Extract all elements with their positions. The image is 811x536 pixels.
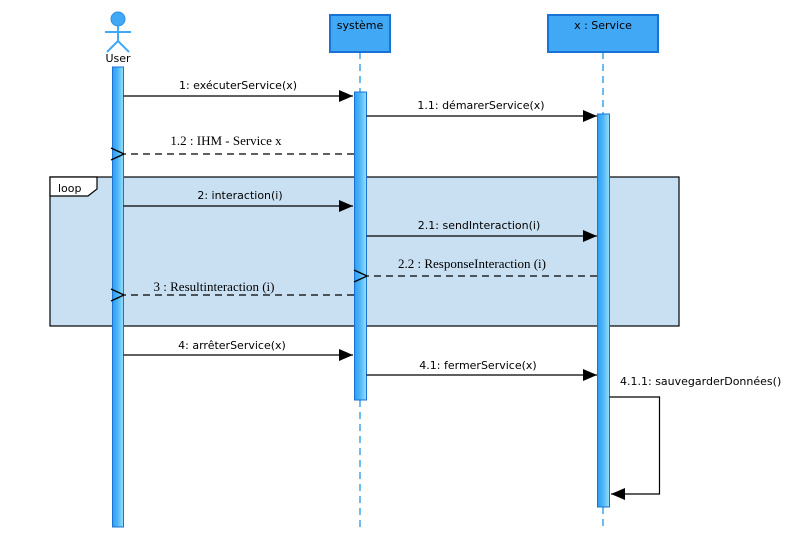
- messages: 1: exécuterService(x) 1.1: démarerServic…: [123, 79, 781, 500]
- message-2-1: 2.1: sendInteraction(i): [366, 219, 597, 242]
- actor-leg-right: [117, 40, 130, 53]
- actor-user: User: [105, 11, 131, 65]
- activation-bar-user: [112, 66, 124, 528]
- message-1-2: 1.2 : IHM - Service x: [124, 133, 354, 154]
- activation-bar-systeme: [354, 91, 367, 401]
- participant-service: x : Service: [547, 14, 659, 53]
- participant-systeme: système: [329, 14, 391, 53]
- loop-fragment-tab: [49, 176, 98, 197]
- message-2-label: 2: interaction(i): [197, 189, 282, 202]
- actor-leg-left: [106, 40, 119, 53]
- message-1-1-label: 1.1: démarerService(x): [417, 99, 544, 112]
- participant-systeme-label: système: [337, 19, 384, 32]
- participant-systeme-box: [329, 14, 391, 53]
- message-1-1: 1.1: démarerService(x): [366, 99, 597, 122]
- message-1-2-label: 1.2 : IHM - Service x: [170, 133, 282, 148]
- message-4-1-1: 4.1.1: sauvegarderDonnées(): [609, 375, 781, 500]
- message-1: 1: exécuterService(x): [123, 79, 353, 102]
- message-4-1-1-label: 4.1.1: sauvegarderDonnées(): [620, 375, 781, 388]
- message-2-2: 2.2 : ResponseInteraction (i): [367, 256, 597, 276]
- participant-service-label: x : Service: [574, 19, 632, 32]
- message-2: 2: interaction(i): [123, 189, 353, 212]
- message-4-1-label: 4.1: fermerService(x): [419, 359, 536, 372]
- message-3: 3 : Resultinteraction (i): [124, 279, 354, 295]
- message-4-1: 4.1: fermerService(x): [366, 359, 597, 381]
- participant-user-label: User: [105, 52, 131, 65]
- message-1-label: 1: exécuterService(x): [179, 79, 297, 92]
- actor-user-figure: [105, 11, 131, 53]
- message-4-1-1-line: [609, 396, 661, 500]
- loop-operator-label: loop: [58, 182, 82, 195]
- message-2-1-label: 2.1: sendInteraction(i): [418, 219, 540, 232]
- message-4: 4: arrêterService(x): [123, 339, 353, 361]
- participant-headers: système x : Service: [329, 14, 659, 53]
- message-3-label: 3 : Resultinteraction (i): [154, 279, 275, 294]
- activation-bar-service: [597, 113, 610, 508]
- actor-head: [110, 11, 126, 27]
- lifelines: [359, 52, 604, 531]
- message-4-label: 4: arrêterService(x): [178, 339, 286, 352]
- message-2-2-label: 2.2 : ResponseInteraction (i): [398, 256, 546, 271]
- participant-service-box: [547, 14, 659, 53]
